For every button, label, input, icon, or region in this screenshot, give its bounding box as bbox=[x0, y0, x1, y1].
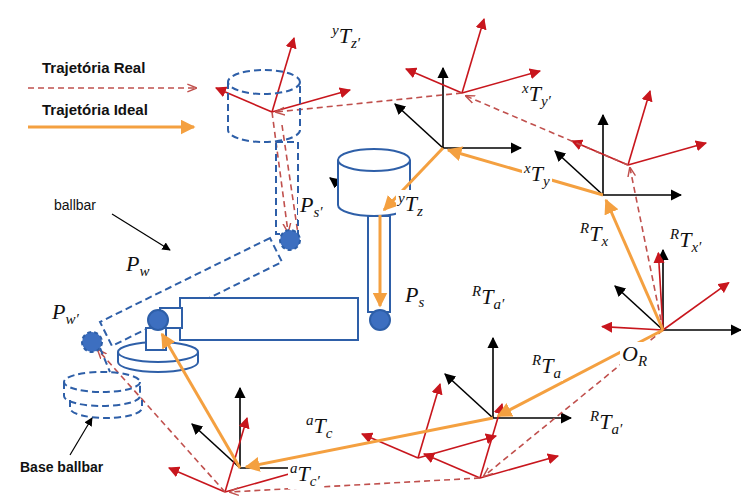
ideal-line-sample bbox=[28, 126, 194, 129]
transform-label: xTy bbox=[522, 160, 552, 189]
part-name: ballbar bbox=[52, 198, 98, 213]
transform-label: RTa′ bbox=[588, 408, 624, 437]
legend-samples bbox=[28, 88, 196, 127]
point-label: Pw′ bbox=[50, 300, 81, 327]
transform-label: RTx′ bbox=[668, 226, 703, 255]
transform-label: aTc′ bbox=[288, 460, 322, 489]
point-label: Ps bbox=[403, 283, 426, 310]
transform-label: yTz bbox=[396, 190, 425, 219]
transform-label: xTy′ bbox=[520, 80, 553, 109]
real-line-sample bbox=[28, 87, 196, 89]
point-label: Ps′ bbox=[298, 193, 325, 220]
point-label: Pw bbox=[124, 252, 151, 279]
transform-label: RTx bbox=[578, 220, 610, 249]
transform-label: RTa bbox=[530, 352, 563, 381]
legend-text: Trajetória Ideal bbox=[40, 102, 150, 119]
transform-label: yTz′ bbox=[330, 22, 362, 51]
coordinate-frames bbox=[169, 19, 741, 492]
part-name: Base ballbar bbox=[18, 460, 105, 475]
real-trajectory bbox=[98, 93, 663, 492]
legend-text: Trajetória Real bbox=[40, 60, 147, 77]
transform-label: aTc bbox=[304, 412, 334, 441]
point-label: OR bbox=[620, 342, 649, 369]
transform-label: RTa′ bbox=[470, 283, 506, 312]
leader-lines bbox=[70, 214, 170, 455]
ideal-trajectory bbox=[162, 148, 663, 468]
robot-arm bbox=[82, 149, 410, 372]
